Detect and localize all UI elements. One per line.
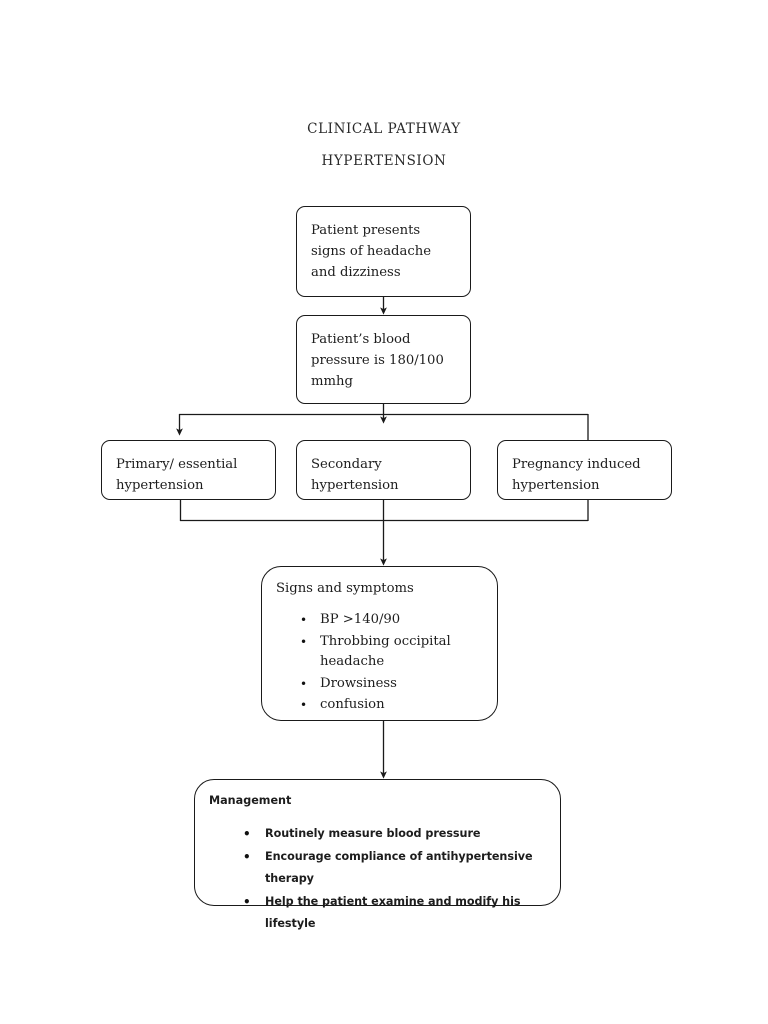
node-text-line: hypertension <box>116 478 204 493</box>
list-item: confusion <box>300 695 487 716</box>
node-heading: Signs and symptoms <box>276 581 414 596</box>
node-body: Pregnancy induced hypertension <box>498 441 671 504</box>
node-pregnancy-induced-hypertension[interactable]: Pregnancy induced hypertension <box>497 440 672 500</box>
node-body: Patient’s blood pressure is 180/100 mmhg <box>297 316 470 400</box>
node-text-line: pressure is 180/100 <box>311 353 444 368</box>
node-text-line: Patient presents <box>311 223 421 238</box>
node-body: Signs and symptoms BP >140/90 Throbbing … <box>262 567 497 725</box>
list-item: Drowsiness <box>300 674 487 695</box>
node-text-line: Secondary <box>311 457 382 472</box>
node-body: Management Routinely measure blood press… <box>195 780 560 944</box>
node-text-line: Patient’s blood <box>311 332 411 347</box>
node-text-line: Primary/ essential <box>116 457 238 472</box>
node-body: Primary/ essential hypertension <box>102 441 275 504</box>
node-signs-and-symptoms[interactable]: Signs and symptoms BP >140/90 Throbbing … <box>261 566 498 721</box>
list-item: Routinely measure blood pressure <box>243 823 550 845</box>
signs-bullet-list: BP >140/90 Throbbing occipital headache … <box>276 610 487 716</box>
node-management[interactable]: Management Routinely measure blood press… <box>194 779 561 930</box>
node-text-line: signs of headache <box>311 244 432 259</box>
page-title-line-1: CLINICAL PATHWAY <box>307 121 461 137</box>
node-text-line: and dizziness <box>311 265 401 280</box>
node-text-line: hypertension <box>311 478 399 493</box>
list-item: Help the patient examine and modify his … <box>243 891 550 935</box>
node-text-line: mmhg <box>311 374 353 389</box>
list-item: BP >140/90 <box>300 610 487 631</box>
node-blood-pressure-reading[interactable]: Patient’s blood pressure is 180/100 mmhg <box>296 315 471 404</box>
node-body: Patient presents signs of headache and d… <box>297 207 470 291</box>
node-heading: Management <box>209 794 292 807</box>
page-title-line-2: HYPERTENSION <box>321 153 447 169</box>
node-text-line: hypertension <box>512 478 600 493</box>
node-body: Secondary hypertension <box>297 441 470 504</box>
node-primary-hypertension[interactable]: Primary/ essential hypertension <box>101 440 276 500</box>
node-text-line: Pregnancy induced <box>512 457 641 472</box>
node-patient-symptoms[interactable]: Patient presents signs of headache and d… <box>296 206 471 297</box>
management-bullet-list: Routinely measure blood pressure Encoura… <box>209 823 550 935</box>
list-item: Throbbing occipital headache <box>300 632 487 673</box>
node-secondary-hypertension[interactable]: Secondary hypertension <box>296 440 471 500</box>
list-item: Encourage compliance of antihypertensive… <box>243 846 550 890</box>
